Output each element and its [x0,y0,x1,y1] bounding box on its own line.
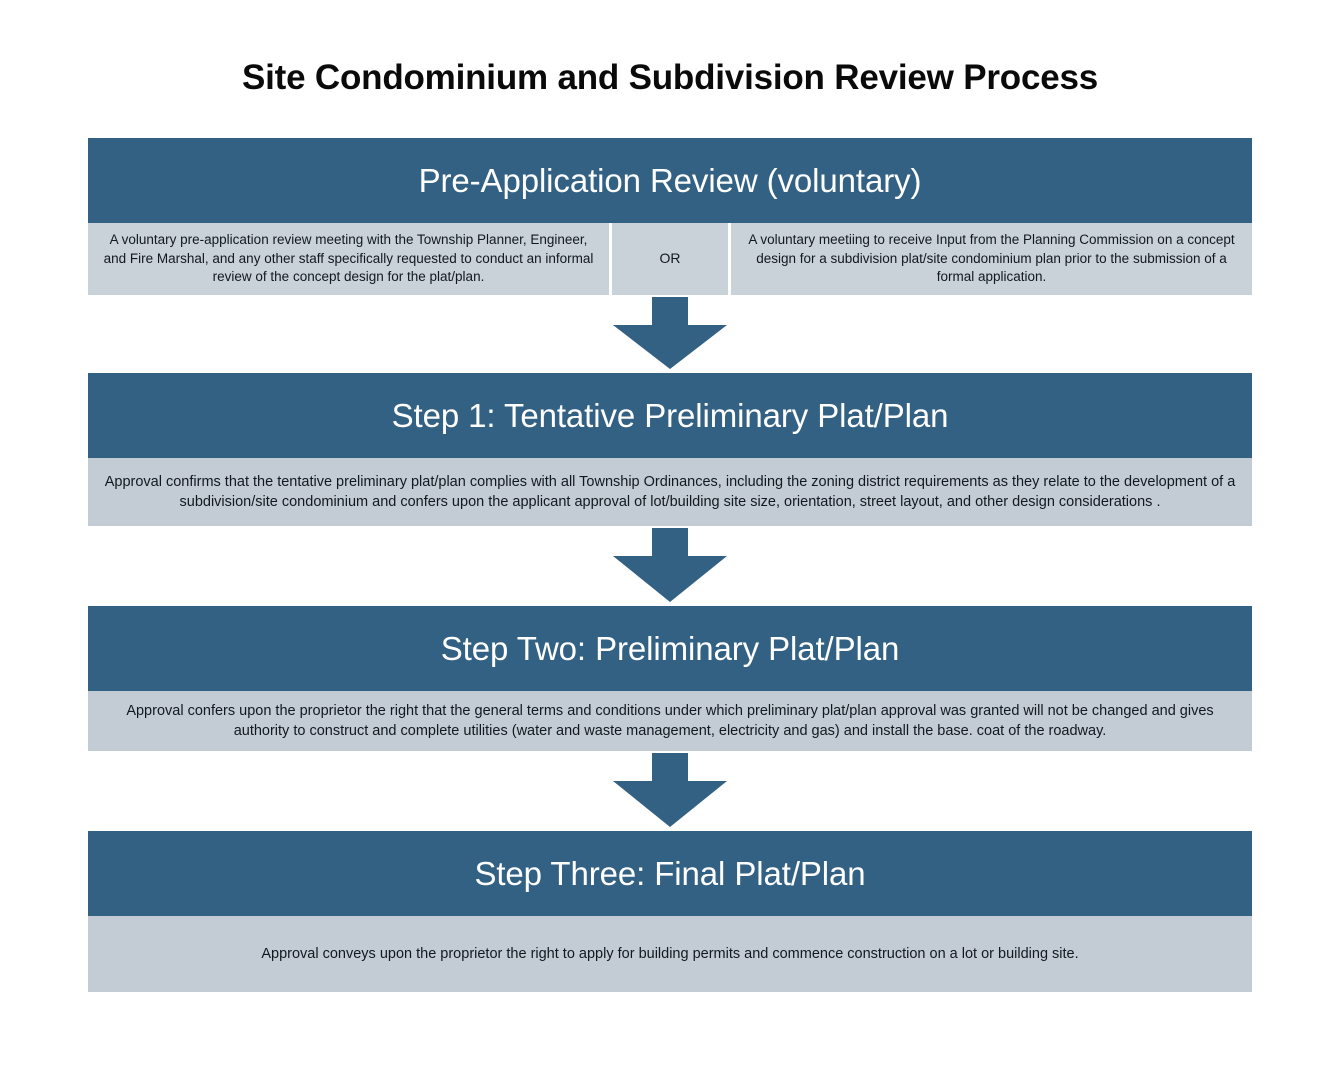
stage-heading-pre-application-review: Pre-Application Review (voluntary) [88,138,1252,223]
down-arrow-icon [613,753,727,827]
arrow-step-one-to-step-two [88,526,1252,606]
arrow-pre-to-step-one [88,295,1252,373]
stage-step-three: Step Three: Final Plat/Plan Approval con… [88,831,1252,992]
option-planning-commission-input: A voluntary meetiing to receive Input fr… [731,223,1252,295]
process-flow: Pre-Application Review (voluntary) A vol… [88,138,1252,992]
down-arrow-icon [613,297,727,369]
stage-heading-step-three: Step Three: Final Plat/Plan [88,831,1252,916]
stage-description-step-three: Approval conveys upon the proprietor the… [88,916,1252,992]
stage-description-step-one: Approval confirms that the tentative pre… [88,458,1252,526]
stage-step-one: Step 1: Tentative Preliminary Plat/Plan … [88,373,1252,526]
column-divider [728,223,731,295]
stage-heading-step-two: Step Two: Preliminary Plat/Plan [88,606,1252,691]
stage-pre-application-review: Pre-Application Review (voluntary) A vol… [88,138,1252,295]
pre-application-options-row: A voluntary pre-application review meeti… [88,223,1252,295]
stage-step-two: Step Two: Preliminary Plat/Plan Approval… [88,606,1252,751]
column-divider [609,223,612,295]
down-arrow-icon [613,528,727,602]
page-title: Site Condominium and Subdivision Review … [241,58,1099,97]
arrow-step-two-to-step-three [88,751,1252,831]
option-staff-review: A voluntary pre-application review meeti… [88,223,609,295]
stage-heading-step-one: Step 1: Tentative Preliminary Plat/Plan [88,373,1252,458]
stage-description-step-two: Approval confers upon the proprietor the… [88,691,1252,751]
option-or-connector: OR [612,223,728,295]
